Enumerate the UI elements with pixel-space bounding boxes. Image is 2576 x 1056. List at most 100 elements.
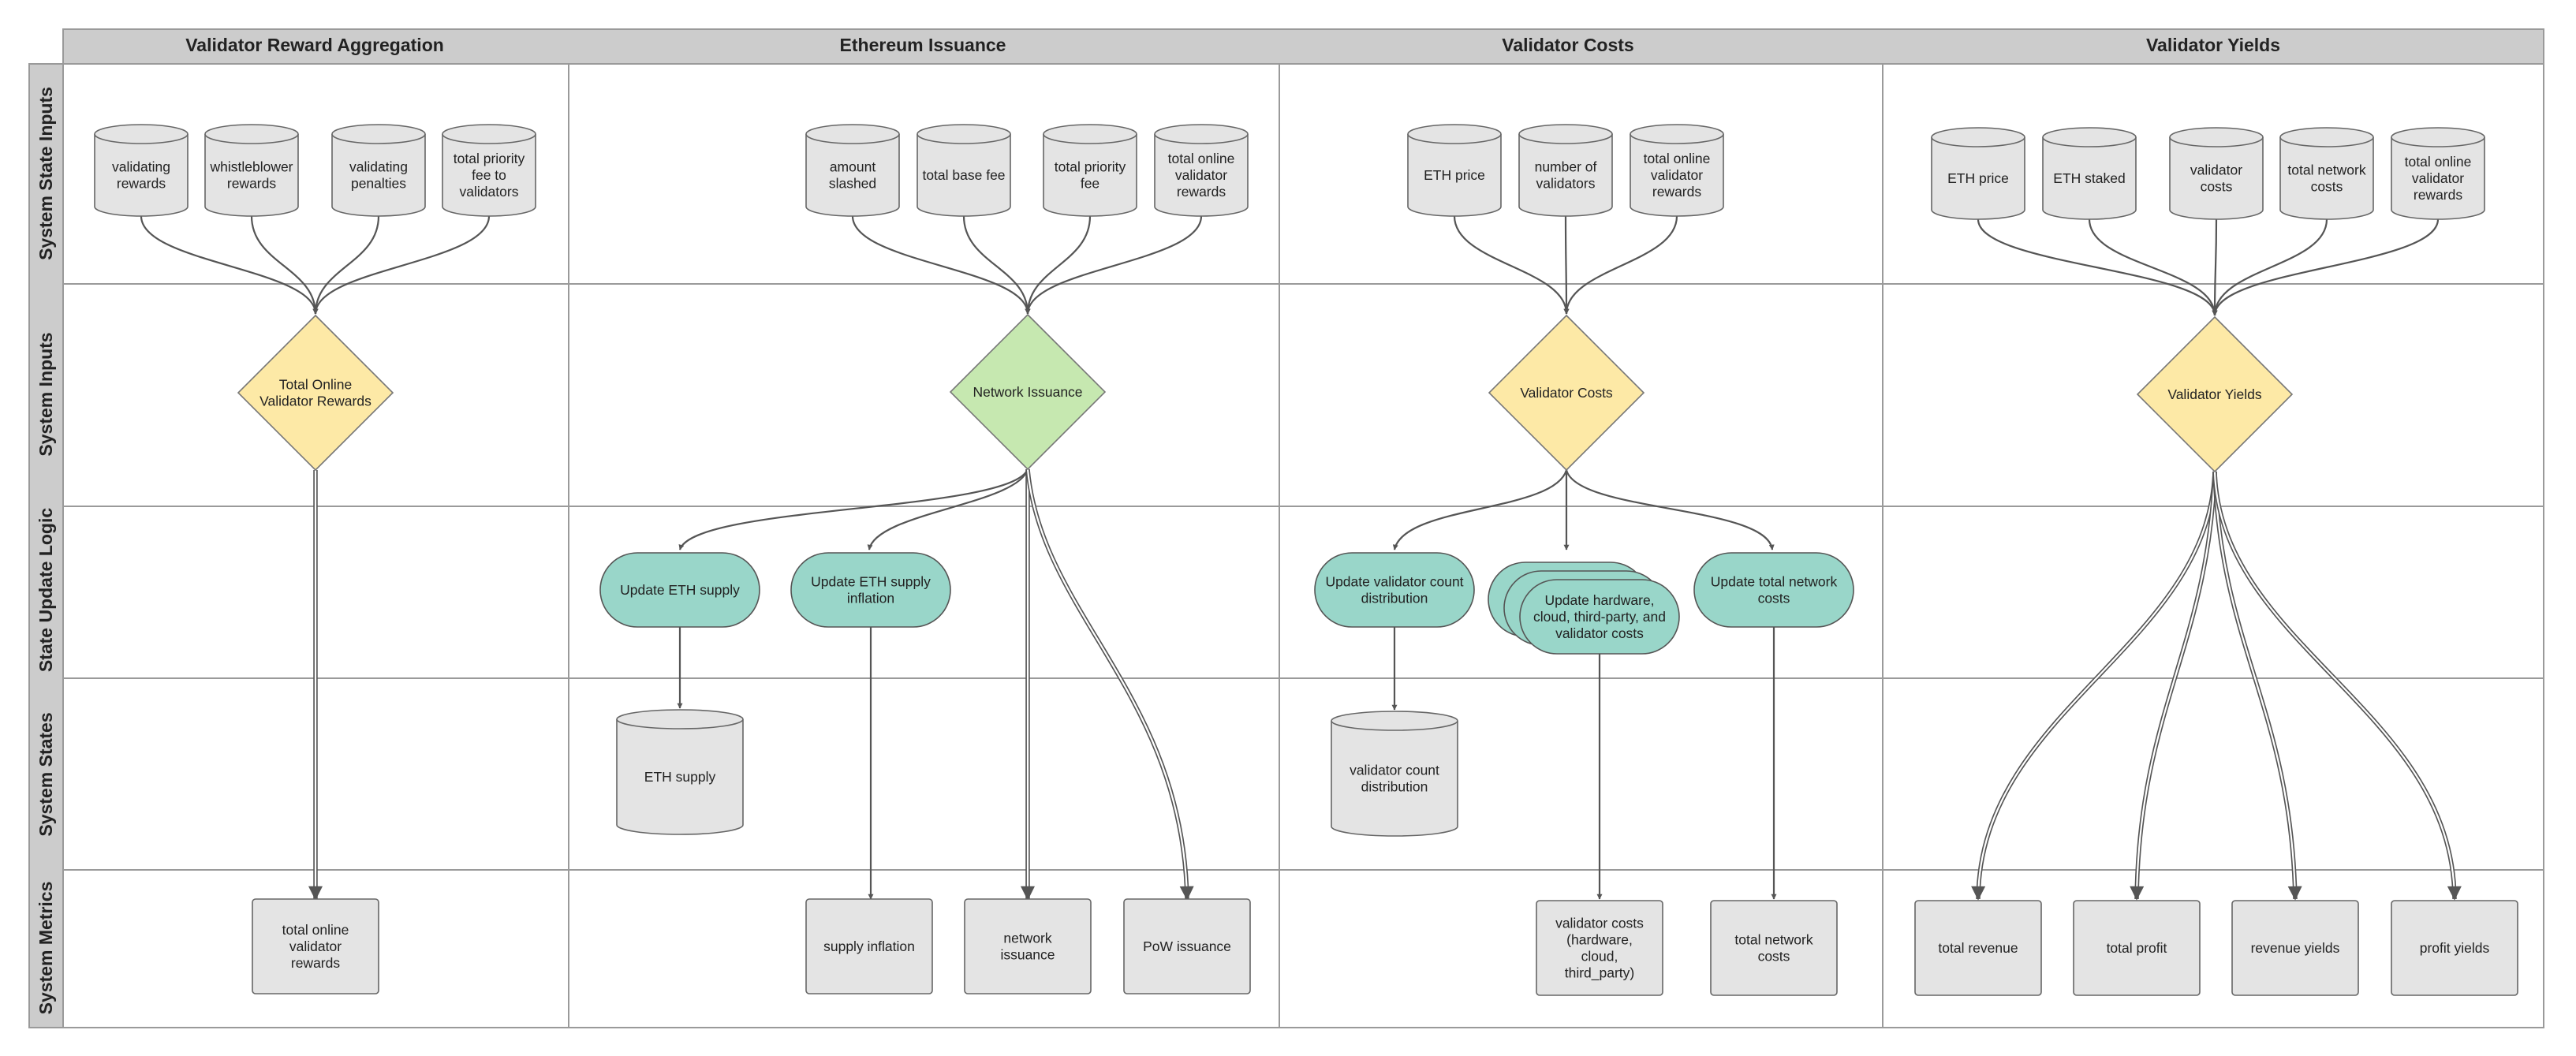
edge-issuance-input-2 <box>1025 215 1092 315</box>
column-header-ethereum-issuance: Ethereum Issuance <box>840 35 1006 55</box>
edge-issuance-input-0 <box>851 215 1031 315</box>
metric-pow-issuance[interactable]: PoW issuance <box>1123 898 1251 994</box>
edge-issuance-input-3 <box>1025 215 1203 315</box>
metric-supply-inflation[interactable]: supply inflation <box>805 898 933 994</box>
metric-total-revenue[interactable]: total revenue <box>1914 900 2042 996</box>
state-eth-supply-label: ETH supply <box>644 769 716 785</box>
edge-yields-input-3 <box>2212 218 2328 316</box>
column-header-reward-aggregation: Validator Reward Aggregation <box>185 35 444 55</box>
policy-validator-costs-label: Validator Costs <box>1520 385 1613 401</box>
row-header-system-states: System States <box>35 712 56 836</box>
row-header-system-metrics: System Metrics <box>35 882 56 1015</box>
policy-validator-costs[interactable]: Validator Costs <box>1488 314 1645 472</box>
edge-reward-input-3 <box>312 215 491 315</box>
cylinder-eth-price-costs-label: ETH price <box>1424 167 1485 183</box>
policy-network-issuance[interactable]: Network Issuance <box>949 313 1107 471</box>
policy-validator-yields-label: Validator Yields <box>2167 386 2262 402</box>
metric-total-profit[interactable]: total profit <box>2073 900 2201 996</box>
logic-update-eth-supply[interactable]: Update ETH supply <box>599 552 760 628</box>
edge-issuance-to-pow-issuance <box>1025 468 1194 901</box>
metric-total-profit-label: total profit <box>2107 940 2167 956</box>
edge-costs-input-2 <box>1563 215 1678 315</box>
row-header-system-state-inputs: System State Inputs <box>35 87 56 260</box>
edge-costs-input-0 <box>1453 215 1570 315</box>
policy-network-issuance-label: Network Issuance <box>973 384 1082 400</box>
cylinder-total-base-fee[interactable]: total base fee <box>917 124 1011 217</box>
metric-profit-yields-label: profit yields <box>2420 940 2490 956</box>
edge-yields-to-total-revenue <box>1971 471 2217 901</box>
edge-yields-input-1 <box>2088 218 2218 316</box>
metric-revenue-yields-label: revenue yields <box>2251 940 2340 956</box>
metric-supply-inflation-label: supply inflation <box>823 938 915 954</box>
column-headers: Validator Reward Aggregation Ethereum Is… <box>62 28 2544 65</box>
edge-issuance-to-update-inflation <box>867 468 1029 550</box>
edge-yields-input-2 <box>2212 218 2218 316</box>
cylinder-eth-price-yields[interactable]: ETH price <box>1931 127 2025 220</box>
cylinder-eth-price-yields-label: ETH price <box>1947 170 2009 186</box>
cylinder-total-base-fee-label: total base fee <box>922 167 1005 183</box>
policy-validator-yields[interactable]: Validator Yields <box>2136 315 2294 473</box>
edge-issuance-input-1 <box>962 215 1031 315</box>
edge-yields-input-0 <box>1977 218 2218 316</box>
metric-validator-costs[interactable]: validator costs(hardware,cloud,third_par… <box>1536 900 1663 996</box>
edge-reward-input-1 <box>250 215 319 315</box>
column-header-validator-costs: Validator Costs <box>1502 35 1633 55</box>
metric-pow-issuance-label: PoW issuance <box>1143 938 1231 954</box>
metric-revenue-yields[interactable]: revenue yields <box>2231 900 2359 996</box>
metric-profit-yields[interactable]: profit yields <box>2391 900 2518 996</box>
logic-update-eth-supply-label: Update ETH supply <box>620 582 740 598</box>
edge-reward-input-0 <box>140 215 319 315</box>
cylinder-eth-staked-label: ETH staked <box>2053 170 2125 186</box>
edge-yields-to-total-profit <box>2130 471 2217 901</box>
cylinder-eth-staked[interactable]: ETH staked <box>2042 127 2137 220</box>
edge-reward-input-2 <box>312 215 380 315</box>
cylinder-eth-price-costs[interactable]: ETH price <box>1407 124 1502 217</box>
edge-yields-to-profit-yields <box>2212 471 2462 901</box>
edge-yields-input-4 <box>2212 218 2440 316</box>
metric-total-revenue-label: total revenue <box>1938 940 2018 956</box>
state-eth-supply[interactable]: ETH supply <box>616 709 744 835</box>
column-header-validator-yields: Validator Yields <box>2146 35 2280 55</box>
edge-yields-to-revenue-yields <box>2212 471 2302 901</box>
metric-validator-costs-label: validator costs(hardware,cloud,third_par… <box>1555 916 1644 982</box>
